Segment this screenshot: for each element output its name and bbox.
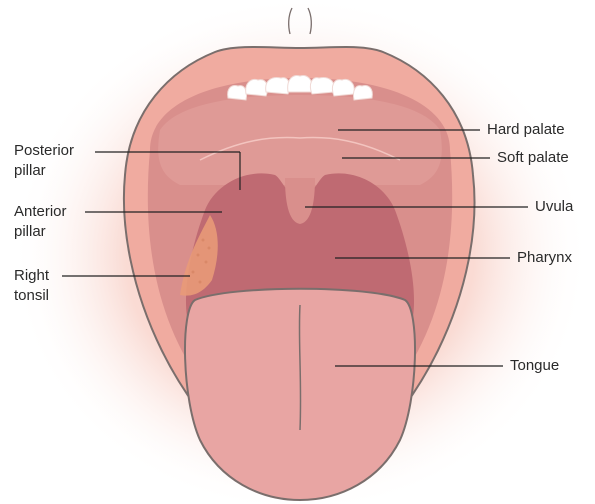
label-posterior-pillar-line2: pillar: [14, 161, 74, 181]
label-tongue: Tongue: [510, 356, 559, 376]
label-anterior-pillar-line2: pillar: [14, 222, 67, 242]
label-hard-palate: Hard palate: [487, 120, 565, 140]
label-posterior-pillar-line1: Posterior: [14, 141, 74, 161]
label-uvula: Uvula: [535, 197, 573, 217]
label-right-tonsil: Right tonsil: [14, 266, 49, 306]
label-right-tonsil-line2: tonsil: [14, 286, 49, 306]
label-pharynx: Pharynx: [517, 248, 572, 268]
label-soft-palate: Soft palate: [497, 148, 569, 168]
label-posterior-pillar: Posterior pillar: [14, 141, 74, 181]
palate-area: [158, 95, 442, 185]
label-anterior-pillar-line1: Anterior: [14, 202, 67, 222]
label-right-tonsil-line1: Right: [14, 266, 49, 286]
label-anterior-pillar: Anterior pillar: [14, 202, 67, 242]
